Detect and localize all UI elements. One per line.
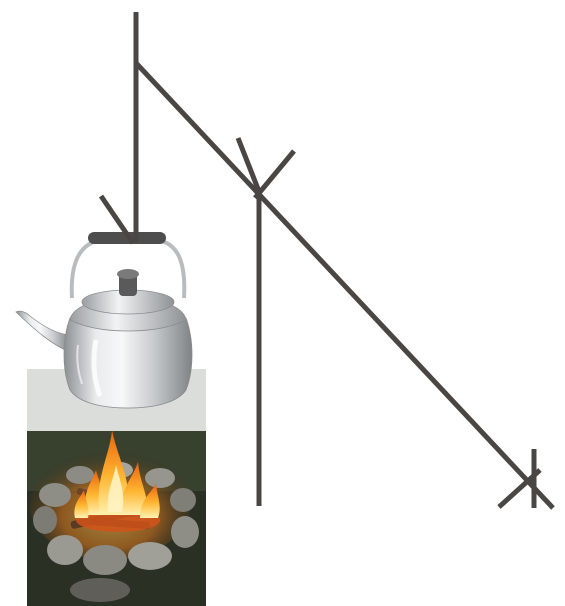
kettle-spout xyxy=(16,311,70,352)
kettle-knob xyxy=(117,269,139,279)
kettle-body xyxy=(64,318,192,408)
